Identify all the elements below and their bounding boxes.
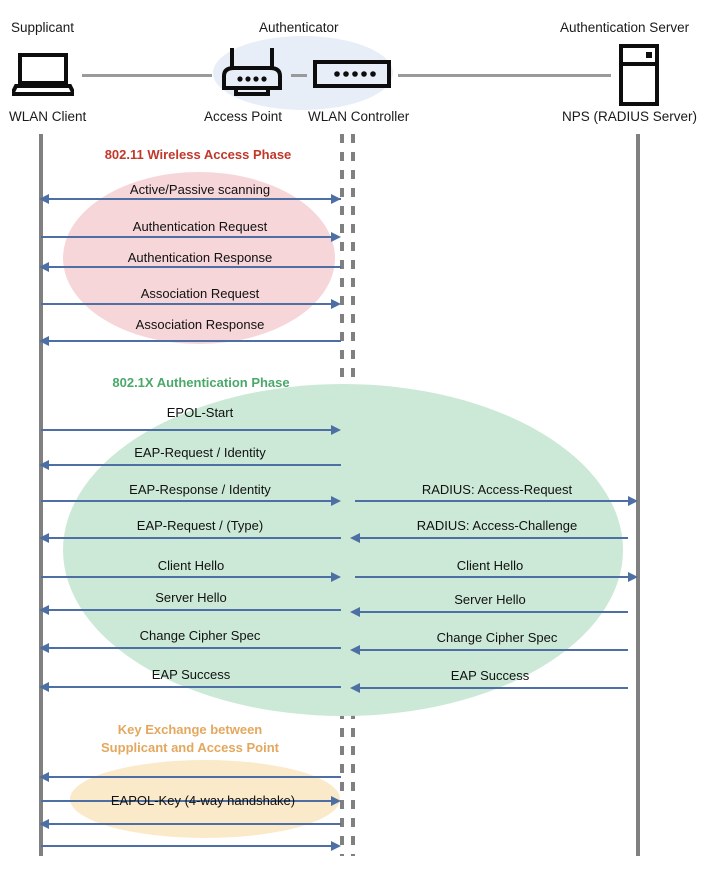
arrowhead-right-client-hello-left bbox=[331, 572, 341, 582]
role-label-authentication-server: Authentication Server bbox=[560, 20, 690, 35]
phase-title-key-exchange: Key Exchange between Supplicant and Acce… bbox=[101, 722, 279, 755]
arrowhead-right-eapol-start bbox=[331, 425, 341, 435]
arrowhead-left-association-response bbox=[39, 336, 49, 346]
laptop-icon bbox=[12, 53, 74, 96]
message-line-eap-response-identity bbox=[41, 500, 331, 502]
message-label-eapol-start: EPOL-Start bbox=[166, 405, 234, 420]
message-line-active-passive-scanning bbox=[49, 198, 341, 200]
message-line-radius-access-request bbox=[355, 500, 628, 502]
message-line-authentication-response bbox=[49, 266, 341, 268]
node-label-wlan-client: WLAN Client bbox=[9, 109, 87, 124]
arrowhead-left-scanning bbox=[39, 194, 49, 204]
lifeline-auth-server bbox=[636, 134, 640, 856]
arrowhead-left-server-hello-right bbox=[350, 607, 360, 617]
message-label-association-response: Association Response bbox=[135, 317, 265, 332]
arrowhead-left-server-hello-left bbox=[39, 605, 49, 615]
message-line-key-exchange-3 bbox=[49, 823, 341, 825]
arrowhead-right-key-exchange-4 bbox=[331, 841, 341, 851]
message-label-eap-success-right: EAP Success bbox=[450, 668, 530, 683]
message-line-eap-success-left bbox=[49, 686, 341, 688]
arrowhead-right-key-exchange-2 bbox=[331, 796, 341, 806]
node-label-wlan-controller: WLAN Controller bbox=[308, 109, 410, 124]
arrowhead-left-eap-success-right bbox=[350, 683, 360, 693]
message-label-client-hello-left: Client Hello bbox=[157, 558, 225, 573]
arrowhead-left-change-cipher-spec-left bbox=[39, 643, 49, 653]
role-label-supplicant: Supplicant bbox=[11, 20, 75, 35]
link-ap-to-controller bbox=[291, 74, 307, 77]
access-point-icon bbox=[222, 48, 282, 96]
arrowhead-left-change-cipher-spec-right bbox=[350, 645, 360, 655]
arrowhead-left-key-exchange-3 bbox=[39, 819, 49, 829]
message-label-eap-success-left: EAP Success bbox=[151, 667, 231, 682]
arrowhead-right-association-request bbox=[331, 299, 341, 309]
phase-title-80211: 802.11 Wireless Access Phase bbox=[104, 147, 292, 162]
message-label-authentication-response: Authentication Response bbox=[127, 250, 273, 265]
phase-blob-8021x bbox=[63, 384, 623, 716]
phase-blob-80211 bbox=[63, 172, 335, 344]
arrowhead-left-radius-access-challenge bbox=[350, 533, 360, 543]
message-label-server-hello-right: Server Hello bbox=[454, 592, 526, 607]
message-line-client-hello-right bbox=[355, 576, 628, 578]
link-client-to-ap bbox=[82, 74, 212, 77]
message-label-change-cipher-spec-right: Change Cipher Spec bbox=[436, 630, 558, 645]
arrowhead-left-eap-request-type bbox=[39, 533, 49, 543]
message-line-eap-success-right bbox=[360, 687, 628, 689]
message-label-eap-request-identity: EAP-Request / Identity bbox=[134, 445, 266, 460]
arrowhead-right-client-hello-right bbox=[628, 572, 638, 582]
arrowhead-right-radius-access-request bbox=[628, 496, 638, 506]
message-label-association-request: Association Request bbox=[140, 286, 260, 301]
phase-blob-key-exchange bbox=[70, 760, 340, 838]
link-controller-to-server bbox=[398, 74, 611, 77]
message-line-key-exchange-2 bbox=[41, 800, 331, 802]
message-label-server-hello-left: Server Hello bbox=[155, 590, 227, 605]
message-label-client-hello-right: Client Hello bbox=[456, 558, 524, 573]
arrowhead-right-eap-response-identity bbox=[331, 496, 341, 506]
message-label-active-passive-scanning: Active/Passive scanning bbox=[129, 182, 271, 197]
message-label-eapol-key: EAPOL-Key (4-way handshake) bbox=[110, 793, 296, 808]
node-label-access-point: Access Point bbox=[204, 109, 283, 124]
arrowhead-left-key-exchange-1 bbox=[39, 772, 49, 782]
message-line-radius-access-challenge bbox=[360, 537, 628, 539]
message-line-key-exchange-1 bbox=[49, 776, 341, 778]
message-label-eap-response-identity: EAP-Response / Identity bbox=[129, 482, 271, 497]
server-icon bbox=[619, 44, 659, 106]
arrowhead-right-scanning bbox=[331, 194, 341, 204]
message-label-authentication-request: Authentication Request bbox=[132, 219, 268, 234]
message-label-radius-access-challenge: RADIUS: Access-Challenge bbox=[416, 518, 578, 533]
message-label-change-cipher-spec-left: Change Cipher Spec bbox=[139, 628, 261, 643]
node-label-nps-radius-server: NPS (RADIUS Server) bbox=[562, 109, 698, 124]
message-line-eap-request-type bbox=[49, 537, 341, 539]
arrowhead-left-authentication-response bbox=[39, 262, 49, 272]
message-label-radius-access-request: RADIUS: Access-Request bbox=[421, 482, 573, 497]
message-line-association-request bbox=[41, 303, 331, 305]
role-label-authenticator: Authenticator bbox=[259, 20, 339, 35]
message-line-change-cipher-spec-left bbox=[49, 647, 341, 649]
message-line-eap-request-identity bbox=[49, 464, 341, 466]
message-line-client-hello-left bbox=[41, 576, 331, 578]
arrowhead-left-eap-request-identity bbox=[39, 460, 49, 470]
arrowhead-left-eap-success-left bbox=[39, 682, 49, 692]
message-line-association-response bbox=[49, 340, 341, 342]
phase-title-8021x: 802.1X Authentication Phase bbox=[112, 375, 290, 390]
message-line-key-exchange-4 bbox=[41, 845, 331, 847]
wlan-controller-icon bbox=[313, 60, 391, 88]
lifeline-supplicant bbox=[39, 134, 43, 856]
message-line-authentication-request bbox=[41, 236, 331, 238]
message-line-server-hello-left bbox=[49, 609, 341, 611]
message-line-eapol-start bbox=[41, 429, 331, 431]
message-line-server-hello-right bbox=[360, 611, 628, 613]
message-label-eap-request-type: EAP-Request / (Type) bbox=[136, 518, 264, 533]
message-line-change-cipher-spec-right bbox=[360, 649, 628, 651]
arrowhead-right-authentication-request bbox=[331, 232, 341, 242]
